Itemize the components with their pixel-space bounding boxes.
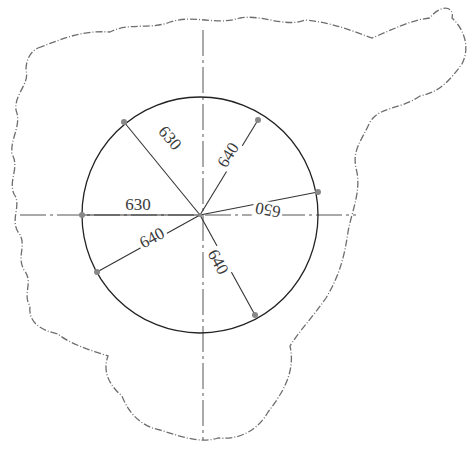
dimension-label: 650: [252, 199, 284, 221]
dimension-label: 630: [154, 121, 186, 155]
blob-outline: [12, 8, 466, 440]
center-line-horizontal: [20, 215, 356, 216]
center-line-vertical: [203, 30, 204, 440]
radius-lines: [82, 120, 318, 315]
measure-points: [79, 117, 321, 318]
dimension-label: 640: [204, 245, 233, 279]
dimension-label: 640: [213, 138, 243, 172]
reference-circle: [82, 97, 318, 333]
dimension-label: 630: [123, 196, 153, 213]
dimension-label: 640: [135, 224, 169, 253]
